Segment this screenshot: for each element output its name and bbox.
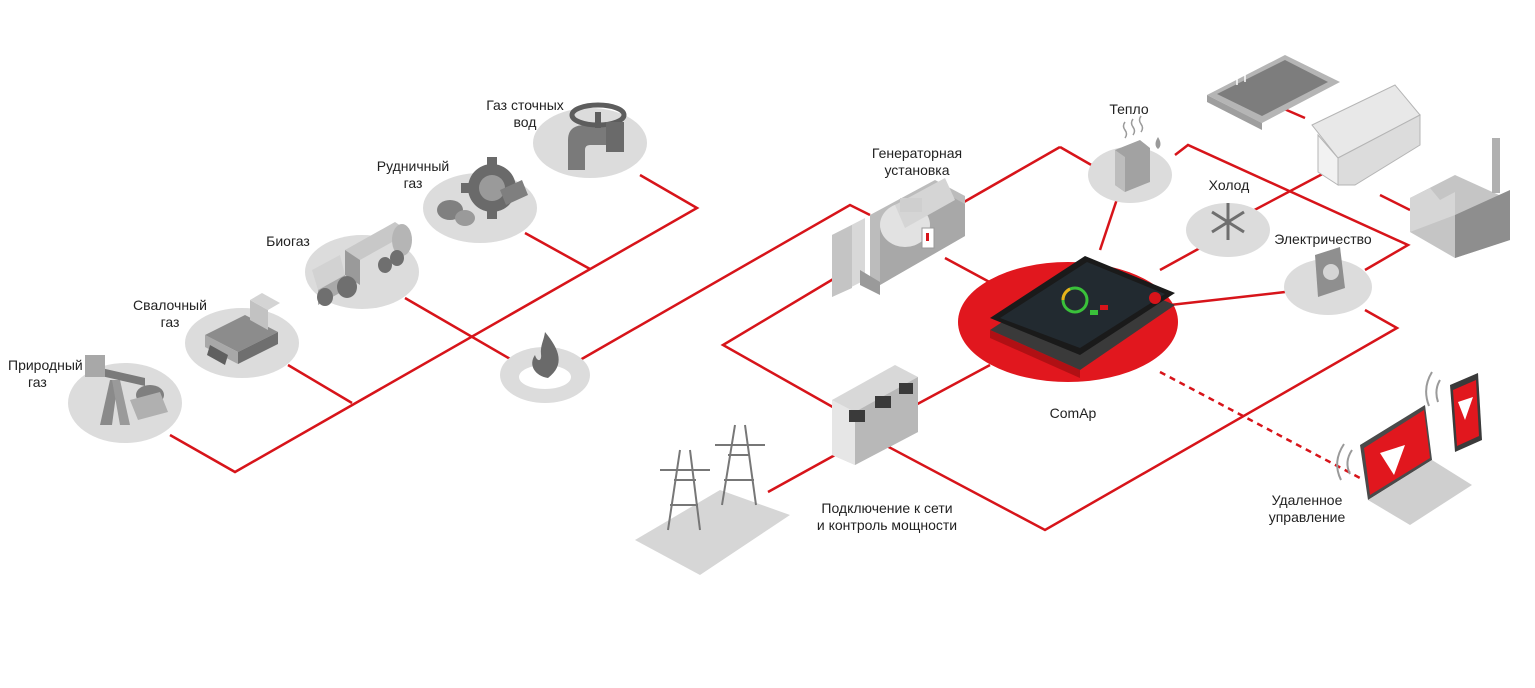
remote-link-line: [1159, 370, 1361, 480]
connection-lines: [169, 103, 1411, 532]
biogas-label: Биогаз: [253, 233, 323, 250]
genset-label-line2: установка: [884, 162, 950, 178]
mine-gas-label-line1: Рудничный: [376, 158, 450, 174]
controller-to-cold-line: [1159, 246, 1201, 272]
socket-icon: [1284, 247, 1372, 315]
valve-pipe-icon: [533, 102, 647, 178]
factory-icon: [1410, 138, 1510, 258]
remote-label-line2: управление: [1268, 509, 1346, 525]
flame-to-genset-line: [579, 203, 871, 362]
phone-icon: [1425, 371, 1482, 452]
natural-gas-label-line1: Природный: [8, 357, 83, 373]
natural-gas-feed-line: [287, 363, 353, 405]
radiator-icon: [1088, 115, 1172, 203]
cold-label: Холод: [1200, 177, 1258, 194]
mine-gas-label: Рудничный газ: [370, 158, 456, 192]
genset-to-heat-line: [949, 145, 1061, 212]
landfill-gas-label-line1: Свалочный: [133, 297, 207, 313]
flame-icon: [500, 332, 590, 403]
sewage-gas-label: Газ сточных вод: [478, 97, 572, 131]
genset-to-controller-line: [944, 256, 996, 287]
genset-label: Генераторная установка: [862, 145, 972, 179]
grid-label-line1: Подключение к сети: [821, 500, 953, 516]
controller-to-electricity-line: [1169, 290, 1286, 307]
mine-gas-feed-line: [524, 231, 591, 271]
cold-to-network-line: [1244, 168, 1331, 217]
oil-pump-icon: [68, 355, 182, 443]
mine-gas-label-line2: газ: [403, 175, 423, 191]
network-to-factory-line: [1379, 193, 1411, 212]
grid-to-controller-line: [909, 363, 991, 410]
heat-label-text: Тепло: [1109, 101, 1149, 117]
heat-network-line: [1174, 143, 1411, 272]
grid-label: Подключение к сети и контроль мощности: [812, 500, 962, 534]
comap-label: ComAp: [1040, 405, 1106, 422]
landfill-gas-label: Свалочный газ: [127, 297, 213, 331]
tanker-truck-icon: [305, 222, 419, 309]
remote-label: Удаленное управление: [1260, 492, 1354, 526]
greenhouse-icon: [1311, 84, 1421, 186]
snowflake-icon: [1186, 203, 1270, 257]
grid-feed-line: [767, 453, 836, 494]
left-loop-line: [720, 270, 846, 412]
natural-gas-label-line2: газ: [28, 374, 47, 390]
sewage-gas-label-line2: вод: [513, 114, 537, 130]
bulldozer-icon: [185, 293, 299, 378]
mining-gear-icon: [423, 157, 537, 243]
bottom-loop-line: [884, 308, 1400, 532]
electricity-label-text: Электричество: [1274, 231, 1372, 247]
controller-display-icon: [958, 256, 1178, 382]
heat-label: Тепло: [1100, 101, 1158, 118]
biogas-label-line1: Биогаз: [266, 233, 310, 249]
remote-label-line1: Удаленное: [1271, 492, 1343, 508]
switchgear-icon: [832, 365, 918, 465]
comap-label-text: ComAp: [1049, 405, 1097, 421]
laptop-icon: [1336, 405, 1472, 525]
power-tower-icon: [635, 424, 790, 575]
genset-label-line1: Генераторная: [871, 145, 963, 161]
pool-icon: [1207, 55, 1340, 130]
electricity-label: Электричество: [1268, 231, 1378, 248]
fuel-trunk-line: [169, 173, 700, 474]
grid-label-line2: и контроль мощности: [816, 517, 958, 533]
natural-gas-label: Природный газ: [8, 357, 83, 391]
sewage-gas-label-line1: Газ сточных: [486, 97, 564, 113]
landfill-gas-label-line2: газ: [160, 314, 180, 330]
cold-label-text: Холод: [1208, 177, 1250, 193]
generator-icon: [832, 178, 965, 297]
